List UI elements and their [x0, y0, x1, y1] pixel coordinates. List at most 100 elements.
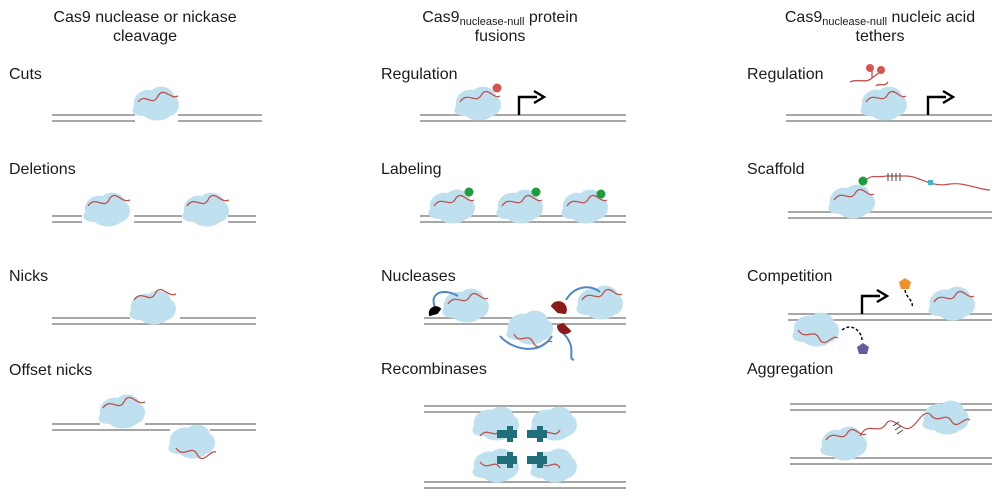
arrow-head: [942, 89, 956, 105]
guide-rna: [865, 90, 907, 103]
rna-effector: [866, 64, 874, 72]
linker: [432, 286, 601, 361]
panel-offset-nicks: [52, 394, 256, 460]
guide-rna: [566, 194, 608, 207]
guide-rna: [459, 90, 501, 103]
column-header-protein-fusions-line1: Cas9nuclease-null protein: [370, 8, 630, 28]
label-competition: Competition: [747, 268, 833, 285]
label-cuts: Cuts: [9, 66, 42, 83]
panel-cuts: [52, 86, 262, 122]
cas9-protein: [129, 290, 176, 325]
fluorescent-label: [464, 187, 474, 197]
tether-dashed: [904, 289, 914, 309]
recombinase-tetramer: [497, 426, 547, 468]
fluorescent-label: [531, 187, 541, 197]
label-scaffold: Scaffold: [747, 161, 805, 178]
cas9-protein: [83, 192, 130, 227]
guide-rna: [933, 290, 975, 303]
dna-strands: [52, 423, 256, 431]
panel-deletions: [52, 192, 256, 227]
dna-strands: [52, 114, 262, 122]
guide-rna: [137, 91, 179, 103]
title-prefix: Cas9: [422, 9, 460, 26]
guide-rna: [186, 194, 230, 207]
dna-strands: [424, 405, 626, 489]
rna-binding-label: [858, 176, 868, 186]
cas9-protein: [168, 424, 215, 459]
panel-competition: [788, 278, 992, 354]
guide-rna: [581, 288, 623, 301]
panel-nucleases: [424, 285, 626, 361]
tether-dashed: [841, 326, 863, 341]
guide-rna: [87, 194, 131, 207]
panel-recombinases: [424, 405, 626, 489]
column-header-nucleic-acid-tethers: Cas9nuclease-null nucleic acid tethers: [750, 8, 1004, 46]
promoter-arrow: [860, 294, 880, 314]
orange-pentagon: [899, 278, 911, 289]
activator-domain: [492, 83, 502, 93]
label-nicks: Nicks: [9, 268, 49, 285]
cas9-protein: [820, 426, 867, 461]
title-suffix: protein: [524, 9, 578, 26]
guide-rna: [833, 188, 875, 201]
cas9-protein: [182, 192, 229, 227]
guide-rna: [175, 447, 217, 460]
guide-rna: [433, 194, 475, 207]
guide-rna: [447, 292, 489, 305]
label-offset-nicks: Offset nicks: [9, 362, 93, 379]
promoter-arrow: [517, 95, 537, 115]
hairpin: [887, 173, 901, 181]
column-header-nucleic-acid-tethers-line1: Cas9nuclease-null nucleic acid: [750, 8, 1004, 28]
guide-rna: [929, 413, 971, 426]
rna-binding-protein: [928, 180, 933, 185]
nuclease-domain-black: [428, 306, 442, 317]
label-labeling: Labeling: [381, 161, 442, 178]
cas9-protein: [928, 286, 975, 321]
cas9-protein: [132, 86, 179, 121]
panel-aggregation: [790, 400, 992, 465]
column-header-protein-fusions: Cas9nuclease-null protein fusions: [370, 8, 630, 46]
rna-tether: [849, 70, 889, 87]
title-prefix: Cas9: [784, 9, 823, 26]
guide-rna: [133, 288, 177, 301]
purple-pentagon: [857, 343, 869, 354]
label-nucleases: Nucleases: [381, 268, 456, 285]
cas9-protein: [828, 184, 875, 219]
title-subscript: nuclease-null: [822, 16, 888, 28]
dna-strands: [420, 114, 626, 122]
rna-duplex: [892, 421, 904, 435]
nuclease-domain-red: [550, 301, 567, 315]
label-regulation-fusion: Regulation: [381, 66, 458, 83]
panel-nicks: [52, 288, 256, 325]
panel-regulation-fusion: [420, 83, 626, 122]
promoter-arrow: [926, 95, 946, 115]
cas9-protein: [98, 394, 145, 429]
title-subscript: nuclease-null: [459, 16, 525, 28]
cas9-protein: [792, 312, 839, 347]
dna-strands: [52, 215, 256, 223]
label-regulation-tether: Regulation: [747, 66, 824, 83]
fluorescent-label: [596, 189, 606, 199]
arrow-head: [533, 89, 547, 105]
guide-rna: [479, 429, 561, 469]
label-aggregation: Aggregation: [747, 361, 834, 378]
column-header-cleavage: Cas9 nuclease or nickase cleavage: [20, 8, 270, 46]
panel-scaffold: [788, 173, 992, 219]
column-header-protein-fusions-line2: fusions: [474, 28, 526, 45]
label-deletions: Deletions: [9, 161, 76, 178]
dna-strands: [788, 211, 992, 219]
guide-rna: [797, 329, 839, 344]
column-header-cleavage-line2: cleavage: [112, 28, 178, 45]
guide-rna: [501, 194, 543, 207]
label-recombinases: Recombinases: [381, 361, 487, 378]
panel-labeling: [420, 187, 626, 224]
column-header-nucleic-acid-tethers-line2: tethers: [855, 28, 905, 45]
rna-effector: [877, 66, 885, 74]
panel-regulation-tether: [786, 64, 992, 122]
nuclease-domain-red: [556, 322, 572, 335]
guide-rna: [102, 396, 146, 409]
title-suffix: nucleic acid: [887, 9, 976, 26]
cas9-protein: [506, 310, 553, 345]
arrow-head: [876, 288, 890, 304]
